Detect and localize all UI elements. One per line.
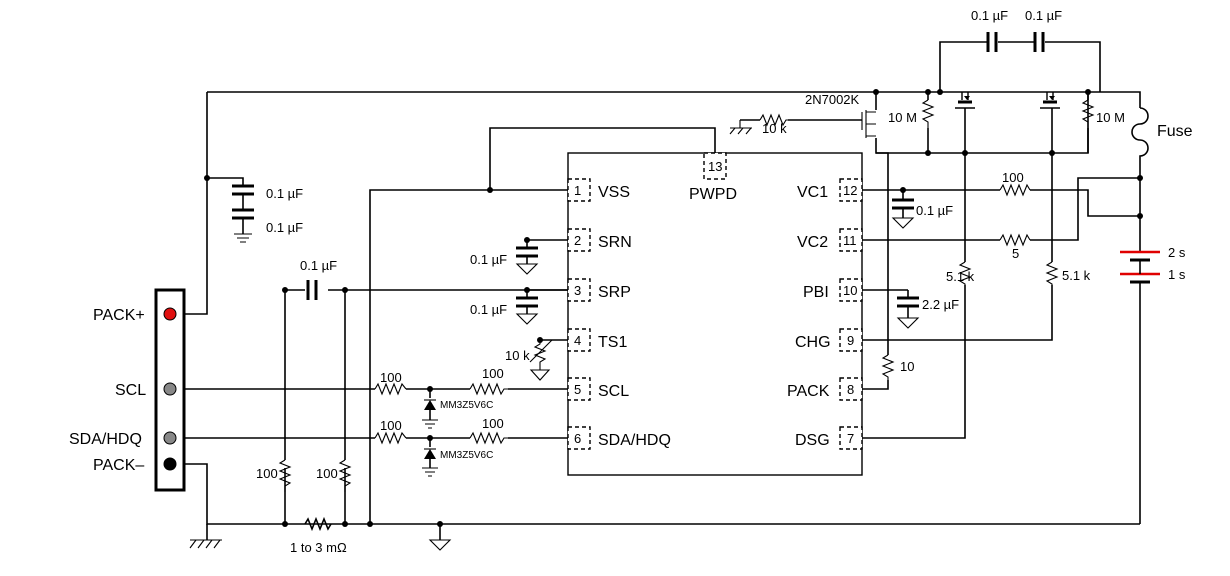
- sda-resistor-1-label: 100: [380, 418, 402, 433]
- pin-1-name: VSS: [598, 184, 630, 201]
- gate-resistor-1-label: 5.1 k: [946, 269, 975, 284]
- pin-13-num: 13: [708, 159, 722, 174]
- comm-resistors: 100 100 100 100: [374, 366, 508, 445]
- pack-plus-terminal: [163, 307, 177, 321]
- pack-plus-label: PACK+: [93, 307, 145, 324]
- pin-6-name: SDA/HDQ: [598, 432, 671, 449]
- sda-terminal: [163, 431, 177, 445]
- pin-7-name: DSG: [795, 432, 830, 449]
- pbi-cap-label: 2.2 µF: [922, 297, 959, 312]
- cell-2s-label: 2 s: [1168, 245, 1186, 260]
- vc1-resistor-label: 100: [1002, 170, 1024, 185]
- pin-6-num: 6: [574, 431, 581, 446]
- zener-2-label: MM3Z5V6C: [440, 450, 493, 461]
- pin-11-name: VC2: [797, 234, 828, 251]
- pin-12-num: 12: [843, 183, 857, 198]
- vc2-resistor-label: 5: [1012, 246, 1019, 261]
- ground-symbols: [189, 524, 452, 551]
- fet-cap-1-label: 0.1 µF: [971, 8, 1008, 23]
- pack-minus-label: PACK–: [93, 457, 144, 474]
- sense-filter-cap: 0.1 µF: [300, 258, 337, 300]
- pack-resistor-label: 10: [900, 359, 914, 374]
- pin-3-num: 3: [574, 283, 581, 298]
- junctions: [204, 89, 1143, 527]
- wires: [178, 41, 1149, 540]
- pin-10-num: 10: [843, 283, 857, 298]
- sda-label: SDA/HDQ: [69, 431, 142, 448]
- vc1-cap-label: 0.1 µF: [916, 203, 953, 218]
- thermistor-label: 10 k: [505, 348, 530, 363]
- protection-fets: 0.1 µF 0.1 µF 10 M 10 M 2N7002K 10 k: [729, 8, 1125, 138]
- srn-srp-caps: 0.1 µF 0.1 µF: [470, 240, 539, 325]
- pin-10-name: PBI: [803, 284, 829, 301]
- sense-filter-cap-label: 0.1 µF: [300, 258, 337, 273]
- pin-12-name: VC1: [797, 184, 828, 201]
- pin-11-num: 11: [843, 233, 857, 248]
- mosfet-label: 2N7002K: [805, 92, 860, 107]
- cell-1s-label: 1 s: [1168, 267, 1186, 282]
- scl-resistor-2-label: 100: [482, 366, 504, 381]
- bias-resistor-2-label: 10 M: [1096, 110, 1125, 125]
- pin-1-num: 1: [574, 183, 581, 198]
- gate-pulldown-label: 10 k: [762, 121, 787, 136]
- pin-5-name: SCL: [598, 383, 629, 400]
- pin-5-num: 5: [574, 382, 581, 397]
- pin-9-num: 9: [847, 333, 854, 348]
- pin-2-num: 2: [574, 233, 581, 248]
- pack-cap-1-label: 0.1 µF: [266, 186, 303, 201]
- sense-resistor: 1 to 3 mΩ: [290, 516, 347, 555]
- zener-1-label: MM3Z5V6C: [440, 400, 493, 411]
- pin-8-num: 8: [847, 382, 854, 397]
- vc-components: 100 0.1 µF 5 2.2 µF 10 5.1 k 5.1 k: [881, 170, 1091, 380]
- gauge-ic: 1 VSS 2 SRN 3 SRP 4 TS1 5 SCL 6 SDA/HDQ …: [567, 152, 863, 476]
- gate-resistor-2-label: 5.1 k: [1062, 268, 1091, 283]
- thermistor: 10 k: [505, 339, 553, 381]
- pin-4-name: TS1: [598, 334, 627, 351]
- scl-terminal: [163, 382, 177, 396]
- pack-minus-terminal: [163, 457, 177, 471]
- sense-resistor-label: 1 to 3 mΩ: [290, 540, 347, 555]
- pin-3-name: SRP: [598, 284, 631, 301]
- pack-capacitors: 0.1 µF 0.1 µF: [207, 177, 303, 243]
- bias-resistor-1-label: 10 M: [888, 110, 917, 125]
- filter-resistor-1-label: 100: [256, 466, 278, 481]
- srn-cap-label: 0.1 µF: [470, 252, 507, 267]
- filter-resistor-2-label: 100: [316, 466, 338, 481]
- pin-13-name: PWPD: [689, 186, 737, 203]
- pin-9-name: CHG: [795, 334, 831, 351]
- srp-cap-label: 0.1 µF: [470, 302, 507, 317]
- sda-resistor-2-label: 100: [482, 416, 504, 431]
- scl-resistor-1-label: 100: [380, 370, 402, 385]
- zener-diodes: MM3Z5V6C MM3Z5V6C: [422, 389, 493, 477]
- pin-8-name: PACK: [787, 383, 830, 400]
- filter-resistors: 100 100: [256, 459, 352, 492]
- fet-cap-2-label: 0.1 µF: [1025, 8, 1062, 23]
- scl-label: SCL: [115, 382, 146, 399]
- pin-4-num: 4: [574, 333, 581, 348]
- pin-2-name: SRN: [598, 234, 632, 251]
- pin-7-num: 7: [847, 431, 854, 446]
- pack-cap-2-label: 0.1 µF: [266, 220, 303, 235]
- battery: 2 s 1 s: [1120, 245, 1186, 284]
- pack-connector: PACK+ SCL SDA/HDQ PACK–: [69, 288, 186, 492]
- fuse-label: Fuse: [1157, 123, 1193, 140]
